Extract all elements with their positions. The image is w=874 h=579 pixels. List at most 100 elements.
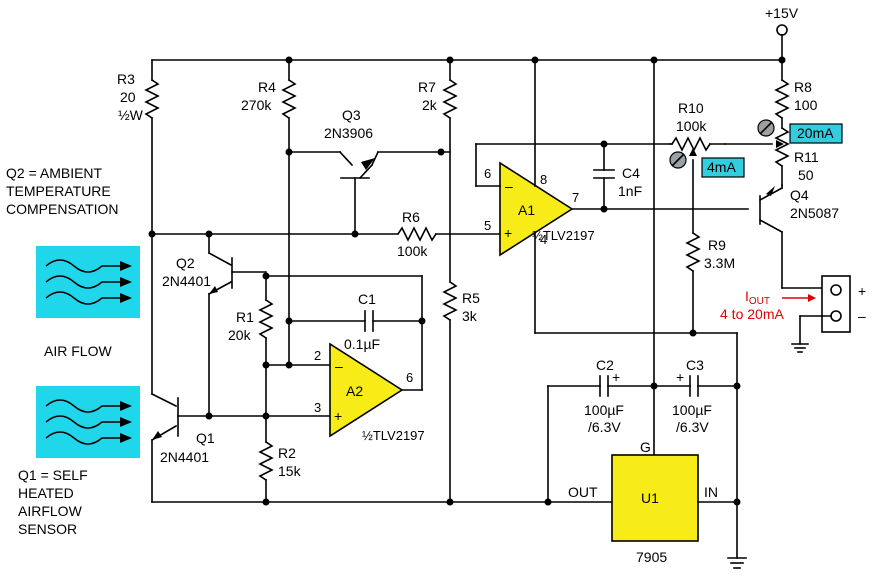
c4-value: 1nF xyxy=(618,183,642,199)
r7-value: 2k xyxy=(422,97,438,113)
transistor-q4 xyxy=(758,184,835,289)
q2-note-line3: COMPENSATION xyxy=(6,201,119,217)
a2-pin6: 6 xyxy=(406,370,413,385)
a2-part: ½TLV2197 xyxy=(362,428,425,443)
r7-name: R7 xyxy=(418,79,436,95)
q1-note-line1: Q1 = SELF xyxy=(18,467,88,483)
r9-value: 3.3M xyxy=(704,255,735,271)
r5-name: R5 xyxy=(462,290,480,306)
current-arrow-icon xyxy=(808,294,816,302)
resistor-r8 xyxy=(774,59,790,129)
a1-pin8: 8 xyxy=(540,172,547,187)
airflow-graphic-lower xyxy=(36,386,140,458)
airflow-graphic-upper xyxy=(36,246,140,318)
potentiometer-r11 xyxy=(724,126,790,186)
capacitor-c3 xyxy=(653,375,738,397)
u1-pin-g: G xyxy=(640,439,651,455)
span-tag xyxy=(789,123,843,144)
ground-icon xyxy=(727,557,747,569)
svg-text:+: + xyxy=(504,225,512,241)
regulator-u1: U1 xyxy=(611,454,699,542)
airflow-label: AIR FLOW xyxy=(44,343,112,359)
c3-name: C3 xyxy=(686,357,704,373)
output-terminal-block xyxy=(791,275,851,353)
r4-name: R4 xyxy=(258,79,276,95)
opamp-a2: A2 – + xyxy=(329,342,404,438)
transistor-q3 xyxy=(288,150,451,235)
u1-pin-in: IN xyxy=(704,484,718,500)
capacitor-c1 xyxy=(288,310,423,332)
r1-value: 20k xyxy=(228,327,252,343)
svg-text:–: – xyxy=(505,178,513,194)
svg-text:+: + xyxy=(612,369,620,385)
svg-text:+: + xyxy=(676,369,684,385)
r5-value: 3k xyxy=(462,308,478,324)
q1-note-line4: SENSOR xyxy=(18,521,77,537)
a2-pin3: 3 xyxy=(314,400,321,415)
svg-text:+: + xyxy=(334,408,342,424)
resistor-r2 xyxy=(258,440,274,503)
q1-note-line2: HEATED xyxy=(18,485,74,501)
a1-pin5: 5 xyxy=(484,218,491,233)
r8-name: R8 xyxy=(794,79,812,95)
c2-name: C2 xyxy=(596,357,614,373)
u1-part: 7905 xyxy=(636,549,667,565)
q4-name: Q4 xyxy=(790,187,809,203)
q3-name: Q3 xyxy=(342,107,361,123)
r2-value: 15k xyxy=(278,463,302,479)
q4-part: 2N5087 xyxy=(790,205,839,221)
u1-pin-out: OUT xyxy=(568,484,598,500)
opamp-a1: A1 – + xyxy=(499,161,574,257)
q1-name: Q1 xyxy=(196,430,215,446)
c2-value: 100µF xyxy=(584,402,624,418)
c1-name: C1 xyxy=(358,291,376,307)
resistor-r1 xyxy=(258,275,274,443)
r6-value: 100k xyxy=(397,243,428,259)
terminal-plus: + xyxy=(858,283,866,299)
c2-rating: /6.3V xyxy=(588,419,621,435)
r10-name: R10 xyxy=(678,100,704,116)
a1-pin4: 4 xyxy=(540,232,547,247)
potentiometer-r10 xyxy=(669,136,726,234)
capacitor-c2 xyxy=(547,375,655,397)
resistor-r5 xyxy=(442,280,458,503)
r10-adjust-knob[interactable] xyxy=(669,151,687,169)
u1-name: U1 xyxy=(641,490,659,506)
r1-name: R1 xyxy=(236,309,254,325)
r9-name: R9 xyxy=(708,237,726,253)
resistor-r6 xyxy=(396,226,501,242)
q2-note-line2: TEMPERATURE xyxy=(6,183,111,199)
r6-name: R6 xyxy=(402,209,420,225)
zero-tag xyxy=(701,157,745,178)
r11-value: 50 xyxy=(798,167,814,183)
r3-power: ½W xyxy=(118,107,144,123)
r3-value: 20 xyxy=(120,89,136,105)
transistor-q1 xyxy=(150,233,210,503)
c3-rating: /6.3V xyxy=(676,419,709,435)
c1-value: 0.1µF xyxy=(344,336,380,352)
iout-range: 4 to 20mA xyxy=(720,306,784,322)
a1-part: ½TLV2197 xyxy=(532,228,595,243)
a1-pin6: 6 xyxy=(484,166,491,181)
q2-note-line1: Q2 = AMBIENT xyxy=(6,165,103,181)
zero-tag-label: 4mA xyxy=(707,159,736,175)
capacitor-c4 xyxy=(593,143,615,210)
r4-value: 270k xyxy=(241,97,272,113)
q3-part: 2N3906 xyxy=(324,125,373,141)
resistor-r3 xyxy=(144,59,160,231)
terminal-minus: – xyxy=(858,308,866,324)
r11-name: R11 xyxy=(794,149,819,165)
r8-value: 100 xyxy=(794,97,818,113)
c3-value: 100µF xyxy=(672,402,712,418)
r11-adjust-knob[interactable] xyxy=(757,119,775,137)
a1-name: A1 xyxy=(518,202,535,218)
r3-name: R3 xyxy=(117,71,135,87)
q2-part: 2N4401 xyxy=(162,273,211,289)
q1-part: 2N4401 xyxy=(160,449,209,465)
a2-name: A2 xyxy=(346,383,363,399)
transistor-q2 xyxy=(207,233,267,417)
r2-name: R2 xyxy=(278,445,296,461)
q2-name: Q2 xyxy=(176,255,195,271)
a2-pin2: 2 xyxy=(314,348,321,363)
